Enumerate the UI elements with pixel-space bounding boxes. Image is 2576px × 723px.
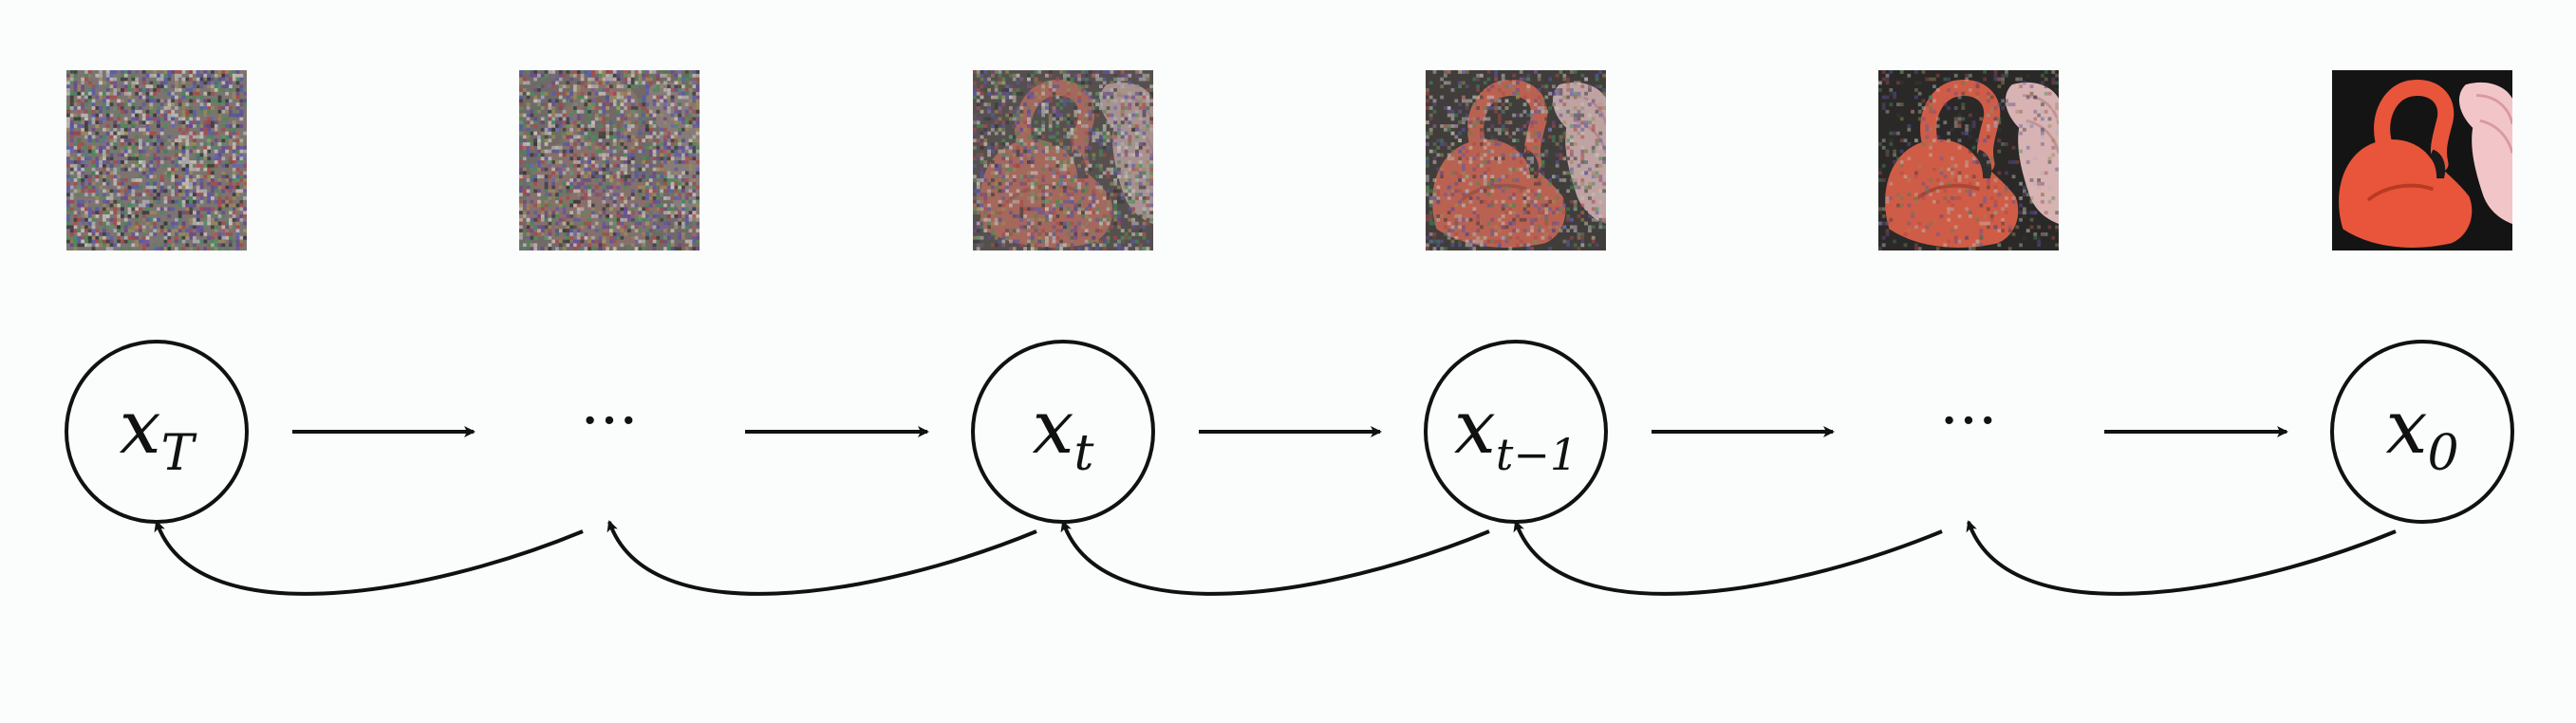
thumbnail-xT: [66, 70, 247, 250]
thumbnail-x0: [2332, 70, 2512, 250]
node-circle: [65, 340, 249, 524]
reverse-arrow-xt-dots1: [607, 520, 1037, 596]
edges: [154, 426, 2397, 596]
thumbnail-dots1: [519, 70, 700, 250]
reverse-arrow-x0-dots2: [1966, 520, 2397, 596]
reverse-arrow-xt1-xt: [1060, 520, 1490, 596]
node-xT: xT: [65, 340, 249, 524]
node-label: x0: [2385, 385, 2458, 482]
thumbnail-dots2: [1878, 70, 2059, 250]
node-dots1: ···: [580, 386, 638, 456]
reverse-arrow-dots2-xt1: [1513, 520, 1943, 596]
nodes: xT ··· xt xt−1 ··· x0: [65, 340, 2514, 524]
thumbnail-xt: [973, 70, 1153, 250]
node-xt: xt: [971, 340, 1155, 524]
node-circle: [1424, 340, 1608, 524]
node-label: xt: [1033, 385, 1094, 482]
node-circle: [971, 340, 1155, 524]
node-xt1: xt−1: [1424, 340, 1608, 524]
node-dots2: ···: [1939, 386, 1997, 456]
node-label: xT: [120, 385, 197, 482]
node-circle: [2330, 340, 2514, 524]
ellipsis: ···: [580, 386, 638, 456]
thumbnail-xt1: [1426, 70, 1606, 250]
node-label: xt−1: [1454, 385, 1577, 480]
node-x0: x0: [2330, 340, 2514, 524]
ellipsis: ···: [1939, 386, 1997, 456]
reverse-arrow-dots1-xT: [154, 520, 584, 596]
